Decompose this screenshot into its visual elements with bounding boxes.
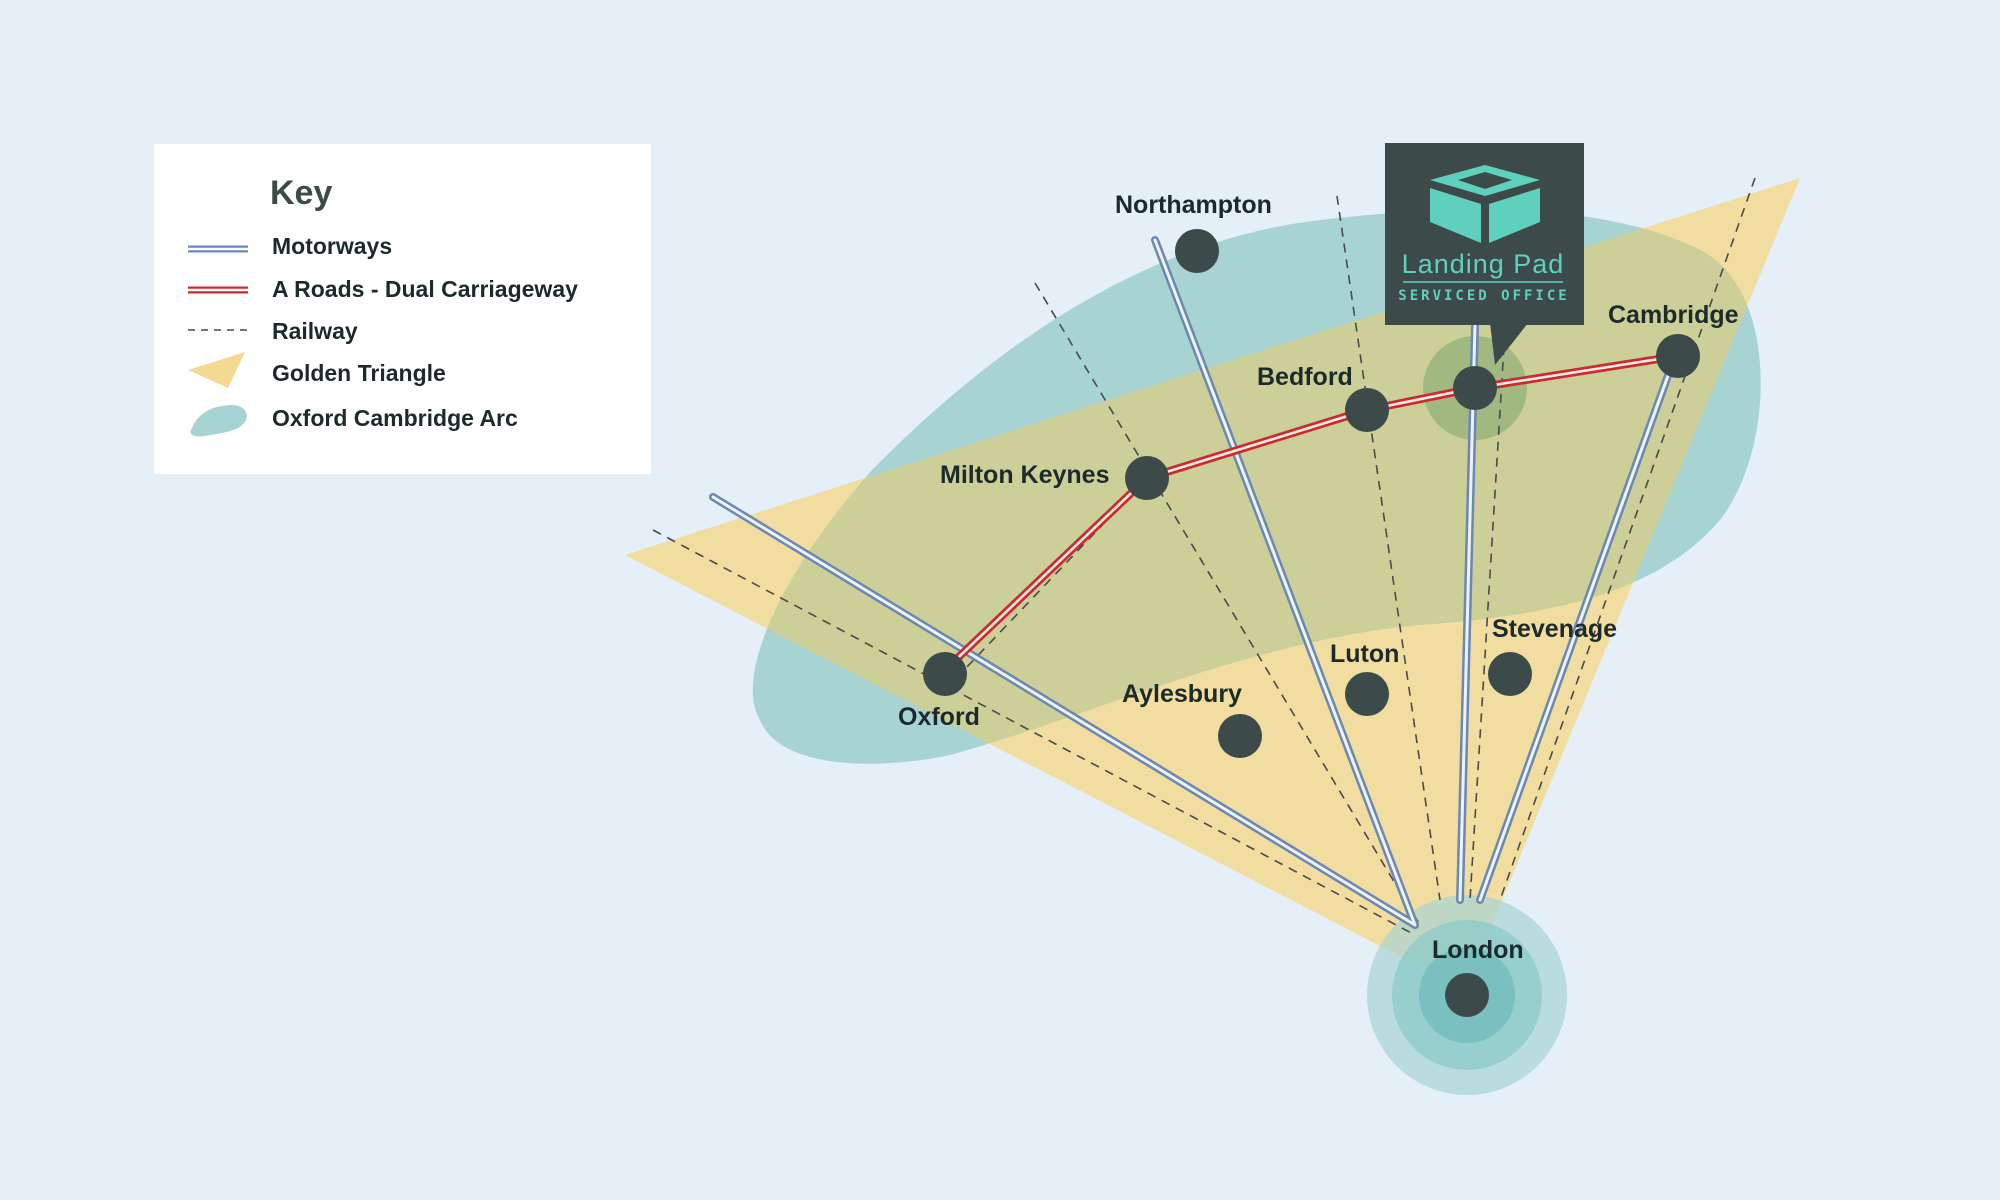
town-marker bbox=[1453, 366, 1497, 410]
key-item-a-roads: A Roads - Dual Carriageway bbox=[272, 276, 578, 302]
motorways bbox=[709, 236, 1674, 929]
label-milton-keynes: Milton Keynes bbox=[940, 461, 1109, 489]
town-marker bbox=[1656, 334, 1700, 378]
label-london: London bbox=[1432, 936, 1524, 964]
town-marker bbox=[1175, 229, 1219, 273]
town-marker bbox=[1125, 456, 1169, 500]
town-marker bbox=[923, 652, 967, 696]
railways bbox=[652, 177, 1756, 936]
key-item-motorways: Motorways bbox=[272, 233, 392, 259]
golden-triangle-symbol-icon bbox=[188, 352, 245, 388]
label-stevenage: Stevenage bbox=[1492, 615, 1617, 643]
label-luton: Luton bbox=[1330, 640, 1399, 668]
label-aylesbury: Aylesbury bbox=[1122, 680, 1242, 708]
key-item-golden-triangle: Golden Triangle bbox=[272, 360, 446, 386]
town-marker bbox=[1445, 973, 1489, 1017]
town-marker bbox=[1345, 672, 1389, 716]
landing-pad-logo: Landing Pad SERVICED OFFICE bbox=[1385, 143, 1584, 365]
town-marker bbox=[1218, 714, 1262, 758]
town-labels: Northampton Cambridge Bedford Milton Key… bbox=[898, 191, 1739, 964]
arc-blob-symbol-icon bbox=[190, 405, 247, 437]
logo-name: Landing Pad bbox=[1402, 249, 1565, 279]
key-item-railway: Railway bbox=[272, 318, 358, 344]
town-marker bbox=[1345, 388, 1389, 432]
key-item-oxford-cambridge-arc: Oxford Cambridge Arc bbox=[272, 405, 518, 431]
label-cambridge: Cambridge bbox=[1608, 301, 1739, 329]
label-bedford: Bedford bbox=[1257, 363, 1353, 391]
box-cube-logo-icon bbox=[1430, 165, 1540, 243]
label-northampton: Northampton bbox=[1115, 191, 1272, 219]
towns bbox=[923, 229, 1700, 1017]
key-title: Key bbox=[270, 174, 332, 212]
map-key: Key Motorways A Roads - Dual Carriageway… bbox=[154, 144, 651, 474]
town-marker bbox=[1488, 652, 1532, 696]
label-oxford: Oxford bbox=[898, 703, 980, 731]
logo-tagline: SERVICED OFFICE bbox=[1398, 288, 1569, 304]
